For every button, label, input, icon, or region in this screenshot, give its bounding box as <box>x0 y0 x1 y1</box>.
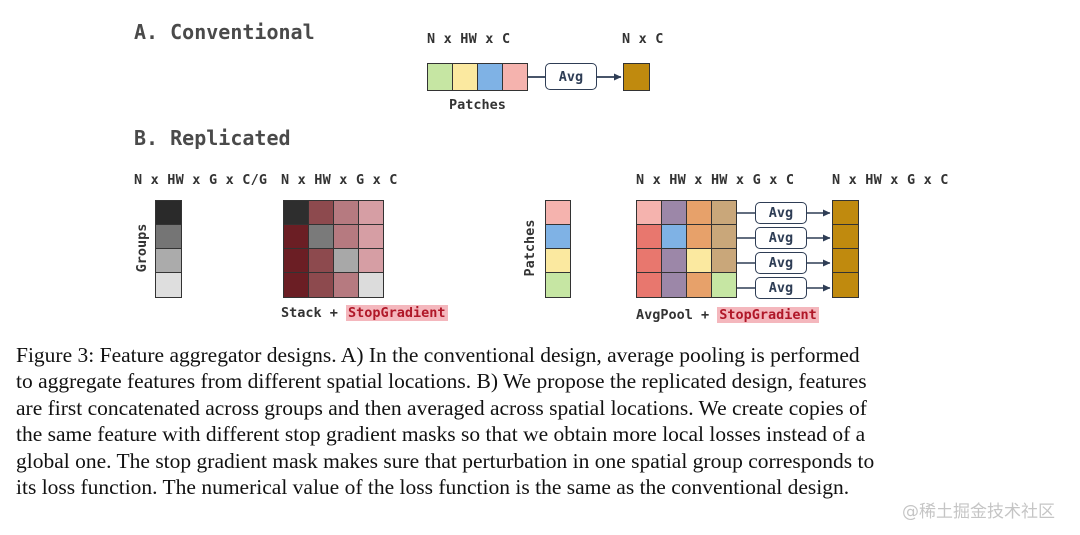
section-a-avg-box: Avg <box>545 63 597 90</box>
patches-column <box>545 200 571 298</box>
caption-line: global one. The stop gradient mask makes… <box>16 448 875 473</box>
grid-cell <box>686 248 712 273</box>
groups-dims: N x HW x G x C/G <box>134 172 268 188</box>
grid-cell <box>358 200 384 225</box>
grid-cell <box>711 200 737 225</box>
grid-cell <box>308 248 334 273</box>
grid-cell <box>333 248 359 273</box>
grid-cell <box>636 248 662 273</box>
patch-cell <box>477 63 503 91</box>
caption-line: to aggregate features from different spa… <box>16 369 867 394</box>
patches-label: Patches <box>522 219 538 277</box>
avgpool-output-dims: N x HW x G x C <box>832 172 949 188</box>
grid-cell <box>333 224 359 249</box>
avgpool-input-dims: N x HW x HW x G x C <box>636 172 795 188</box>
figure-caption: Figure 3: Feature aggregator designs. A)… <box>16 342 1072 500</box>
patch-cell <box>452 63 478 91</box>
grid-cell <box>661 224 687 249</box>
grid-cell <box>636 272 662 298</box>
grid-cell <box>636 224 662 249</box>
avgpool-avg-box-1: Avg <box>755 202 807 224</box>
grid-cell <box>661 248 687 273</box>
patch-cell <box>545 248 571 273</box>
section-a-patches-label: Patches <box>449 97 506 113</box>
grid-cell <box>283 248 309 273</box>
avgpool-avg-box-2: Avg <box>755 227 807 249</box>
grid-cell <box>308 200 334 225</box>
avgpool-grid <box>636 200 737 298</box>
group-cell <box>155 200 182 225</box>
avgpool-label-prefix: AvgPool + <box>636 307 718 323</box>
stack-label-highlight: StopGradient <box>346 305 448 321</box>
grid-cell <box>283 272 309 298</box>
grid-cell <box>283 224 309 249</box>
grid-cell <box>333 200 359 225</box>
caption-line: Figure 3: Feature aggregator designs. A)… <box>16 343 860 367</box>
stack-label-prefix: Stack + <box>281 305 347 321</box>
stack-dims: N x HW x G x C <box>281 172 398 188</box>
grid-cell <box>308 224 334 249</box>
grid-cell <box>711 224 737 249</box>
grid-cell <box>358 248 384 273</box>
patch-cell <box>545 200 571 225</box>
grid-cell <box>358 272 384 298</box>
output-cell <box>832 272 859 298</box>
group-cell <box>155 224 182 249</box>
grid-cell <box>686 200 712 225</box>
avgpool-avg-box-4: Avg <box>755 277 807 299</box>
section-a-output-cell <box>623 63 650 91</box>
groups-label: Groups <box>134 223 150 273</box>
output-cell <box>832 248 859 273</box>
section-b-title: B. Replicated <box>134 126 291 150</box>
caption-line: are first concatenated across groups and… <box>16 395 867 420</box>
groups-column <box>155 200 182 298</box>
caption-line: the same feature with different stop gra… <box>16 422 866 447</box>
output-cell <box>832 224 859 249</box>
grid-cell <box>711 272 737 298</box>
section-a-patch-row <box>427 63 528 91</box>
output-cell <box>832 200 859 225</box>
grid-cell <box>308 272 334 298</box>
avgpool-label-highlight: StopGradient <box>717 307 819 323</box>
grid-cell <box>358 224 384 249</box>
group-cell <box>155 248 182 273</box>
grid-cell <box>333 272 359 298</box>
grid-cell <box>661 272 687 298</box>
grid-cell <box>283 200 309 225</box>
grid-cell <box>686 224 712 249</box>
section-a-output-dims: N x C <box>622 31 664 47</box>
patch-cell <box>427 63 453 91</box>
section-a-title: A. Conventional <box>134 20 315 44</box>
grid-cell <box>711 248 737 273</box>
avgpool-label: AvgPool + StopGradient <box>636 307 819 323</box>
avgpool-output-column <box>832 200 859 298</box>
patch-cell <box>545 272 571 298</box>
patch-cell <box>545 224 571 249</box>
section-a-input-dims: N x HW x C <box>427 31 511 47</box>
caption-line: its loss function. The numerical value o… <box>16 475 850 500</box>
patch-cell <box>502 63 528 91</box>
avgpool-avg-box-3: Avg <box>755 252 807 274</box>
grid-cell <box>686 272 712 298</box>
grid-cell <box>661 200 687 225</box>
watermark: @稀土掘金技术社区 <box>902 502 1055 522</box>
grid-cell <box>636 200 662 225</box>
stack-grid <box>283 200 384 298</box>
stack-label: Stack + StopGradient <box>281 305 448 321</box>
group-cell <box>155 272 182 298</box>
